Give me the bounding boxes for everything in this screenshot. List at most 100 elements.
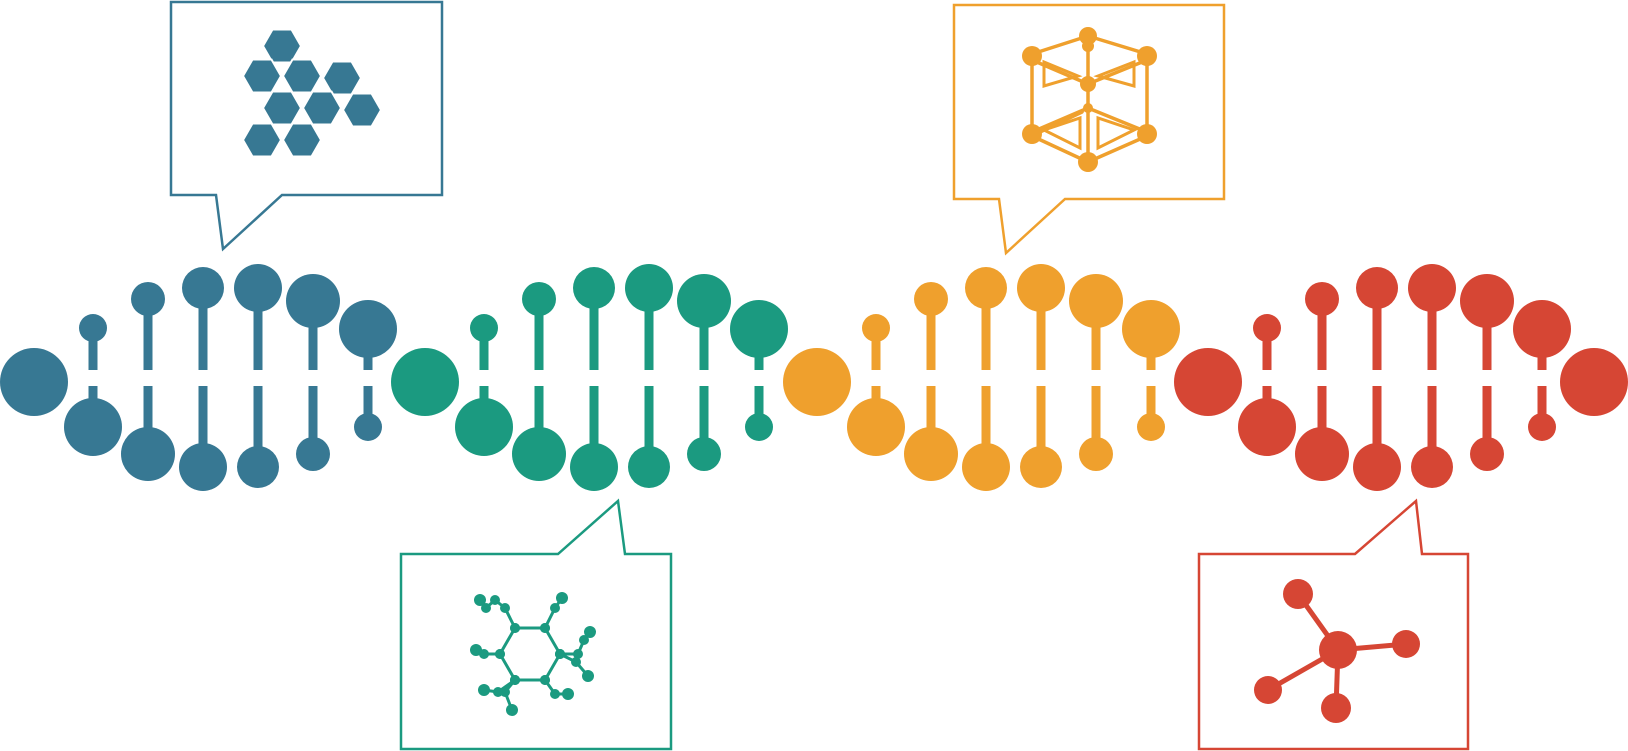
ring-atom — [550, 689, 560, 699]
rung-top-stem — [589, 288, 599, 370]
cube-bond — [1086, 34, 1149, 56]
rung-top-stem — [198, 288, 208, 370]
ring-atom — [540, 674, 550, 685]
rung-bottom-stem — [1146, 386, 1156, 427]
hexagon-cell — [241, 122, 283, 158]
cube-bond — [1030, 134, 1090, 164]
rung-bottom-stem — [143, 386, 153, 454]
rung-bottom-node — [1137, 413, 1165, 441]
ring-atom — [571, 657, 581, 667]
cube-atom — [1022, 124, 1042, 144]
rung-top-node — [625, 264, 673, 312]
rung-top-stem — [1262, 328, 1272, 370]
hexagon-cell — [241, 58, 283, 94]
ring-molecule-icon — [470, 592, 596, 716]
rung-top-node — [730, 300, 788, 358]
rung-bottom-stem — [589, 386, 599, 467]
rung-top-node — [1460, 274, 1514, 328]
rung-bottom-node — [1079, 437, 1113, 471]
ring-bond — [543, 627, 562, 655]
cube-atom — [1079, 27, 1097, 45]
ring-atom — [470, 644, 482, 656]
rung-bottom-node — [904, 427, 958, 481]
dna-segment-blue — [0, 264, 397, 491]
rung-bottom-stem — [1372, 386, 1382, 467]
rung-top-node — [1069, 274, 1123, 328]
cube-atom — [1078, 152, 1098, 172]
ring-atom — [506, 704, 518, 716]
ring-atom — [555, 649, 565, 659]
rung-top-stem — [699, 301, 709, 370]
ring-bond — [498, 627, 517, 655]
rung-bottom-stem — [1036, 386, 1046, 467]
rung-top-node — [914, 282, 948, 316]
cube-face — [1096, 115, 1138, 151]
rung-top-node — [965, 267, 1007, 309]
ring-bond — [498, 653, 517, 681]
rung-top-node — [677, 274, 731, 328]
rung-bottom-node — [512, 427, 566, 481]
hexagon-cell — [281, 122, 323, 158]
rung-bottom-node — [570, 443, 618, 491]
cube-atom — [1137, 124, 1157, 144]
rung-top-node — [1253, 314, 1281, 342]
rung-bottom-stem — [926, 386, 936, 454]
cube-atom — [1080, 76, 1096, 92]
hexagon-cell — [261, 90, 303, 126]
rung-top-stem — [1482, 301, 1492, 370]
strand-node — [1560, 348, 1628, 416]
rung-bottom-node — [962, 443, 1010, 491]
rung-top-stem — [143, 299, 153, 370]
rung-bottom-node — [296, 437, 330, 471]
ring-atom — [556, 592, 568, 604]
ring-atom — [490, 595, 500, 605]
dna-strand — [0, 264, 1628, 491]
ring-atom — [481, 603, 491, 613]
ring-atom — [562, 688, 574, 700]
rung-bottom-node — [745, 413, 773, 441]
rung-top-node — [1408, 264, 1456, 312]
rung-top-node — [1122, 300, 1180, 358]
rung-top-stem — [1036, 288, 1046, 370]
hexagon-cell — [321, 60, 363, 96]
ring-atom — [584, 626, 596, 638]
rung-bottom-node — [354, 413, 382, 441]
rung-top-node — [522, 282, 556, 316]
hexagon-cell — [341, 92, 383, 128]
dna-segment-red — [1174, 264, 1571, 491]
rung-top-stem — [534, 299, 544, 370]
rung-top-node — [1513, 300, 1571, 358]
rung-top-stem — [1372, 288, 1382, 370]
ring-atom — [582, 670, 594, 682]
strand-node — [0, 348, 68, 416]
callout-blue — [169, 0, 444, 252]
branch-atom — [1283, 579, 1313, 609]
hexagon-cell — [301, 90, 343, 126]
strand-node — [1174, 348, 1242, 416]
rung-bottom-node — [1295, 427, 1349, 481]
branched-molecule-icon — [1254, 579, 1420, 723]
rung-top-node — [573, 267, 615, 309]
rung-bottom-stem — [534, 386, 544, 454]
rung-top-stem — [1427, 288, 1437, 370]
strand-node — [783, 348, 851, 416]
rung-top-node — [1356, 267, 1398, 309]
rung-top-stem — [981, 288, 991, 370]
rung-bottom-stem — [1317, 386, 1327, 454]
rung-bottom-node — [1411, 446, 1453, 488]
dna-segment-green — [391, 264, 788, 491]
rung-top-stem — [926, 299, 936, 370]
cube-bond — [1086, 58, 1149, 86]
rung-top-stem — [1091, 301, 1101, 370]
rung-bottom-stem — [363, 386, 373, 427]
rung-bottom-node — [687, 437, 721, 471]
rung-bottom-stem — [1091, 386, 1101, 454]
ring-atom — [579, 635, 589, 645]
rung-bottom-node — [121, 427, 175, 481]
cube-atom — [1137, 46, 1157, 66]
callout-green-box — [399, 498, 673, 751]
rung-bottom-node — [1470, 437, 1504, 471]
rung-bottom-node — [237, 446, 279, 488]
